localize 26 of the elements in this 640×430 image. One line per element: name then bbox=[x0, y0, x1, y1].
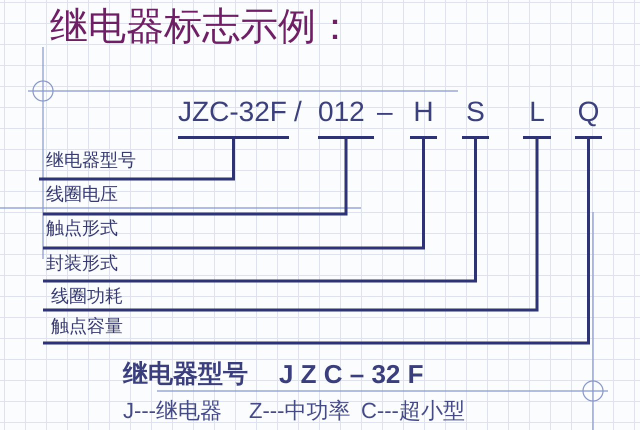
code-explanation: J---继电器 bbox=[123, 398, 222, 424]
leader-line bbox=[43, 138, 590, 344]
leader-line bbox=[43, 138, 348, 216]
separator-dash: – bbox=[377, 98, 393, 126]
model-code: J Z C – 32 F bbox=[279, 360, 424, 388]
model-code-part: JZC-32F bbox=[178, 98, 289, 139]
model-code-part: Q bbox=[575, 98, 602, 139]
code-explanation: C---超小型 bbox=[361, 398, 465, 424]
leader-line bbox=[43, 138, 538, 312]
code-explanation: Z---中功率 bbox=[249, 398, 350, 424]
term-label: 继电器型号 bbox=[39, 150, 136, 179]
leader-line bbox=[39, 138, 235, 180]
model-code-part: 012 bbox=[318, 98, 374, 139]
model-code-part: L bbox=[523, 98, 551, 139]
model-code-part: H bbox=[410, 98, 437, 139]
term-label: 封装形式 bbox=[43, 253, 118, 281]
term-label: 线圈功耗 bbox=[43, 286, 123, 310]
separator-slash: / bbox=[294, 98, 302, 126]
term-label: 线圈电压 bbox=[43, 184, 118, 214]
model-heading: 继电器型号 bbox=[123, 360, 248, 388]
leader-line bbox=[43, 138, 477, 282]
term-label: 触点容量 bbox=[43, 316, 123, 343]
title: 继电器标志示例： bbox=[50, 5, 354, 49]
model-code-part: S bbox=[462, 98, 489, 139]
term-label: 触点形式 bbox=[43, 218, 118, 248]
leader-line bbox=[43, 138, 425, 250]
